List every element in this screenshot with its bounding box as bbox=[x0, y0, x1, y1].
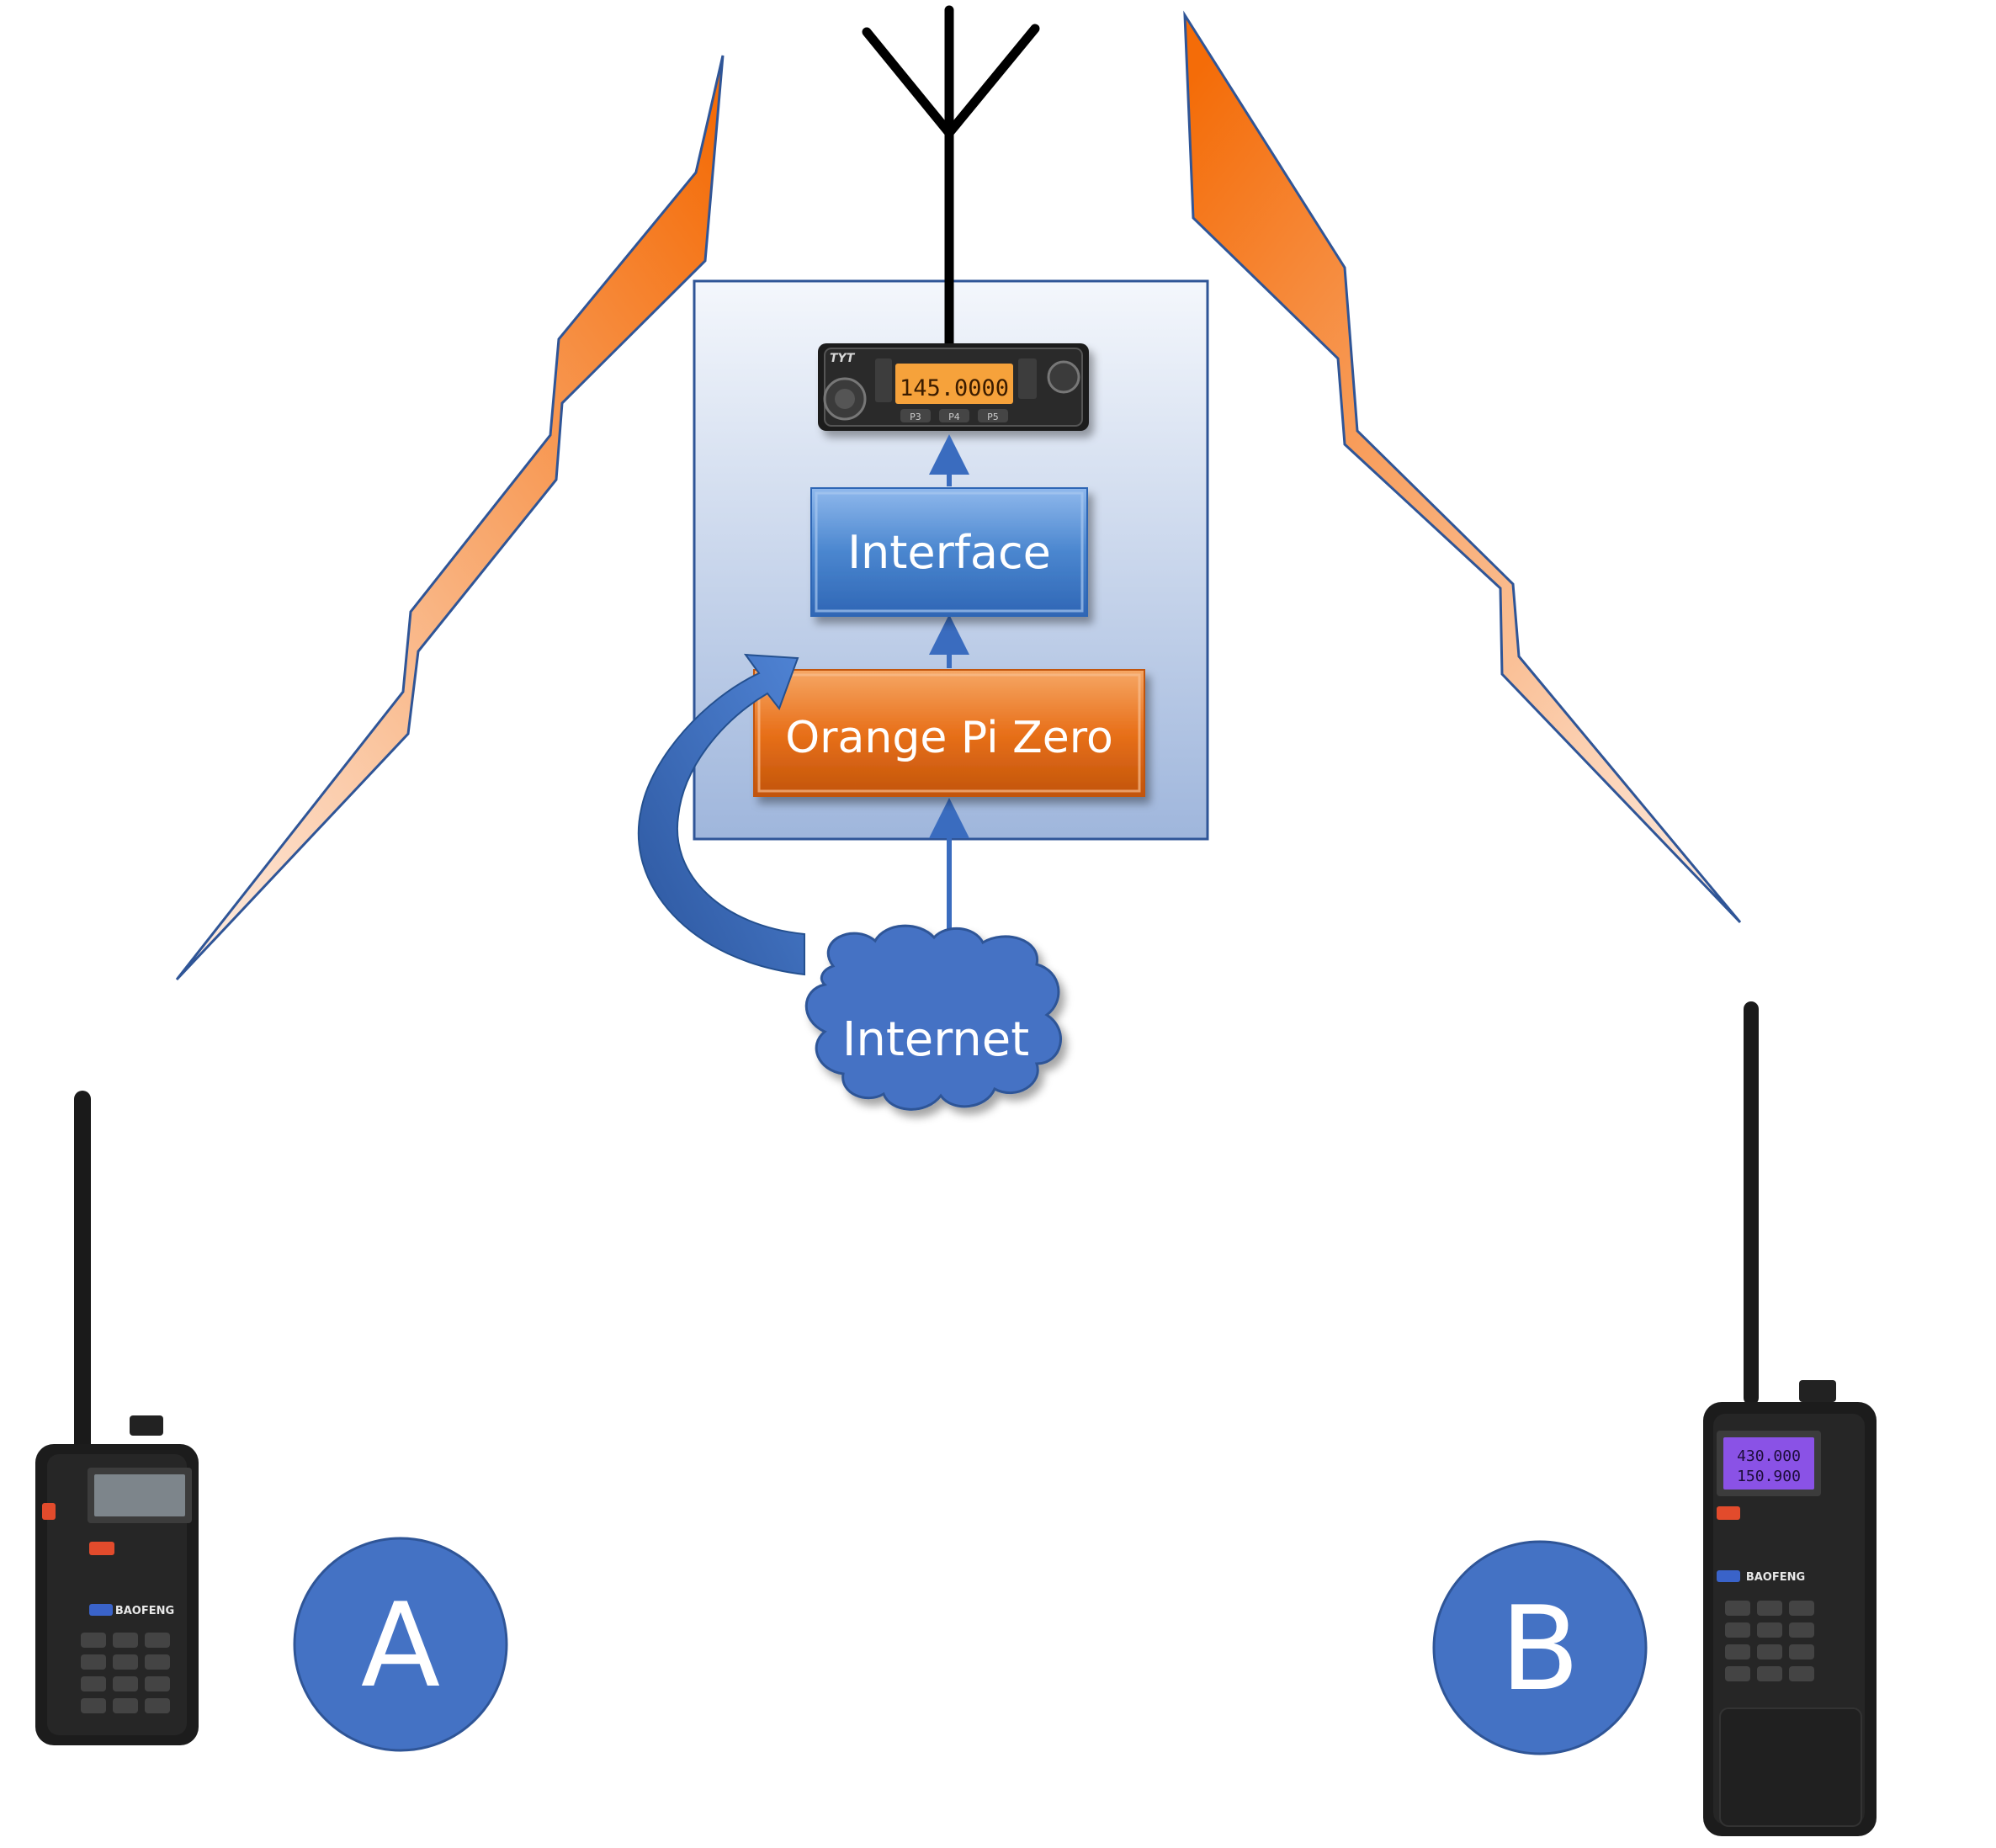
computer-block bbox=[753, 669, 1145, 797]
curved-arrow-icon bbox=[637, 653, 805, 976]
radio-link-to-b bbox=[1183, 10, 1742, 924]
display-b-line2: 150.900 bbox=[1737, 1468, 1801, 1485]
internet-cloud-icon bbox=[804, 924, 1062, 1111]
keypad-a bbox=[81, 1633, 170, 1713]
key-p4: P4 bbox=[948, 412, 960, 422]
tuning-knob bbox=[1047, 360, 1080, 394]
mobile-radio-display bbox=[895, 364, 1013, 404]
interface-label: Interface bbox=[847, 526, 1051, 579]
internet-label: Internet bbox=[842, 1012, 1029, 1067]
mobile-radio-brand: TYT bbox=[830, 352, 856, 365]
station-a-badge bbox=[293, 1537, 508, 1752]
handheld-radio-a: BAOFENG bbox=[35, 1091, 199, 1745]
key-p3: P3 bbox=[910, 412, 921, 422]
mobile-radio-frequency: 145.0000 bbox=[900, 375, 1009, 401]
brand-b: BAOFENG bbox=[1746, 1571, 1805, 1584]
station-b-label: B bbox=[1500, 1581, 1580, 1717]
battery-b bbox=[1719, 1707, 1862, 1827]
display-b-line1: 430.000 bbox=[1737, 1447, 1801, 1465]
interface-block bbox=[810, 487, 1088, 617]
mobile-radio: TYT 145.0000 P3 P4 P5 bbox=[818, 343, 1089, 431]
keypad-b bbox=[1725, 1601, 1814, 1681]
computer-label: Orange Pi Zero bbox=[785, 713, 1113, 763]
mobile-radio-keys: P3 P4 P5 bbox=[900, 409, 1008, 422]
station-a-label: A bbox=[361, 1578, 440, 1713]
radio-link-to-a bbox=[175, 55, 725, 981]
station-b-badge bbox=[1432, 1540, 1648, 1755]
brand-a: BAOFENG bbox=[115, 1605, 174, 1617]
key-p5: P5 bbox=[987, 412, 999, 422]
antenna-icon bbox=[862, 5, 1040, 357]
handheld-radio-b: 430.000 150.900 BAOFENG bbox=[1703, 1001, 1877, 1836]
